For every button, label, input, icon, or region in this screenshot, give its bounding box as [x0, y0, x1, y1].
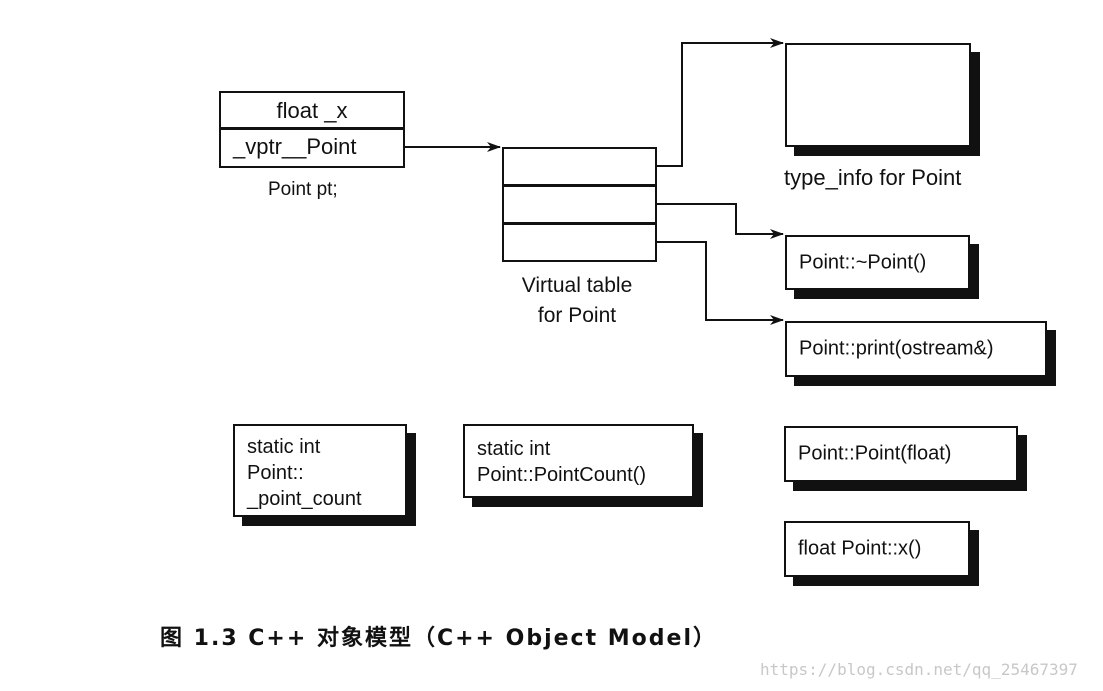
- field-vptr: _vptr__Point: [233, 134, 357, 159]
- object-label: Point pt;: [268, 179, 338, 200]
- vtable-label: Virtual table for Point: [512, 271, 642, 331]
- print-function: Point::print(ostream&): [785, 321, 1047, 377]
- type-info-box: [785, 43, 971, 147]
- static-data-line: static int: [247, 436, 321, 458]
- vtable-slot-typeinfo: [504, 149, 655, 187]
- virtual-table: [502, 147, 657, 262]
- static-function: static int Point::PointCount(): [463, 424, 694, 498]
- field-float-x: float _x: [221, 93, 403, 130]
- vtable-slot-print: [504, 225, 655, 262]
- x-accessor-label: float Point::x(): [798, 537, 922, 560]
- constructor-function: Point::Point(float): [784, 426, 1018, 482]
- point-object: float _x _vptr__Point: [219, 91, 405, 168]
- x-accessor-function: float Point::x(): [784, 521, 970, 577]
- vtable-label-line1: Virtual table: [521, 274, 633, 297]
- static-data-member: static int Point:: _point_count: [233, 424, 407, 517]
- vtable-label-line2: for Point: [537, 304, 617, 327]
- destructor-arrow: [628, 203, 784, 239]
- type-info-label: type_info for Point: [784, 165, 962, 190]
- print-arrow: [628, 241, 784, 325]
- vtable-slot-destructor: [504, 187, 655, 225]
- figure-caption: 图 1.3 C++ 对象模型（C++ Object Model）: [160, 626, 717, 651]
- destructor-function: Point::~Point(): [785, 235, 970, 290]
- destructor-label: Point::~Point(): [799, 251, 927, 273]
- constructor-label: Point::Point(float): [798, 442, 952, 465]
- static-data-line: _point_count: [247, 488, 362, 510]
- print-label: Point::print(ostream&): [799, 337, 994, 360]
- static-function-line: Point::PointCount(): [477, 464, 646, 486]
- watermark: https://blog.csdn.net/qq_25467397: [760, 660, 1078, 679]
- static-data-line: Point::: [247, 462, 304, 484]
- static-function-line: static int: [477, 438, 551, 460]
